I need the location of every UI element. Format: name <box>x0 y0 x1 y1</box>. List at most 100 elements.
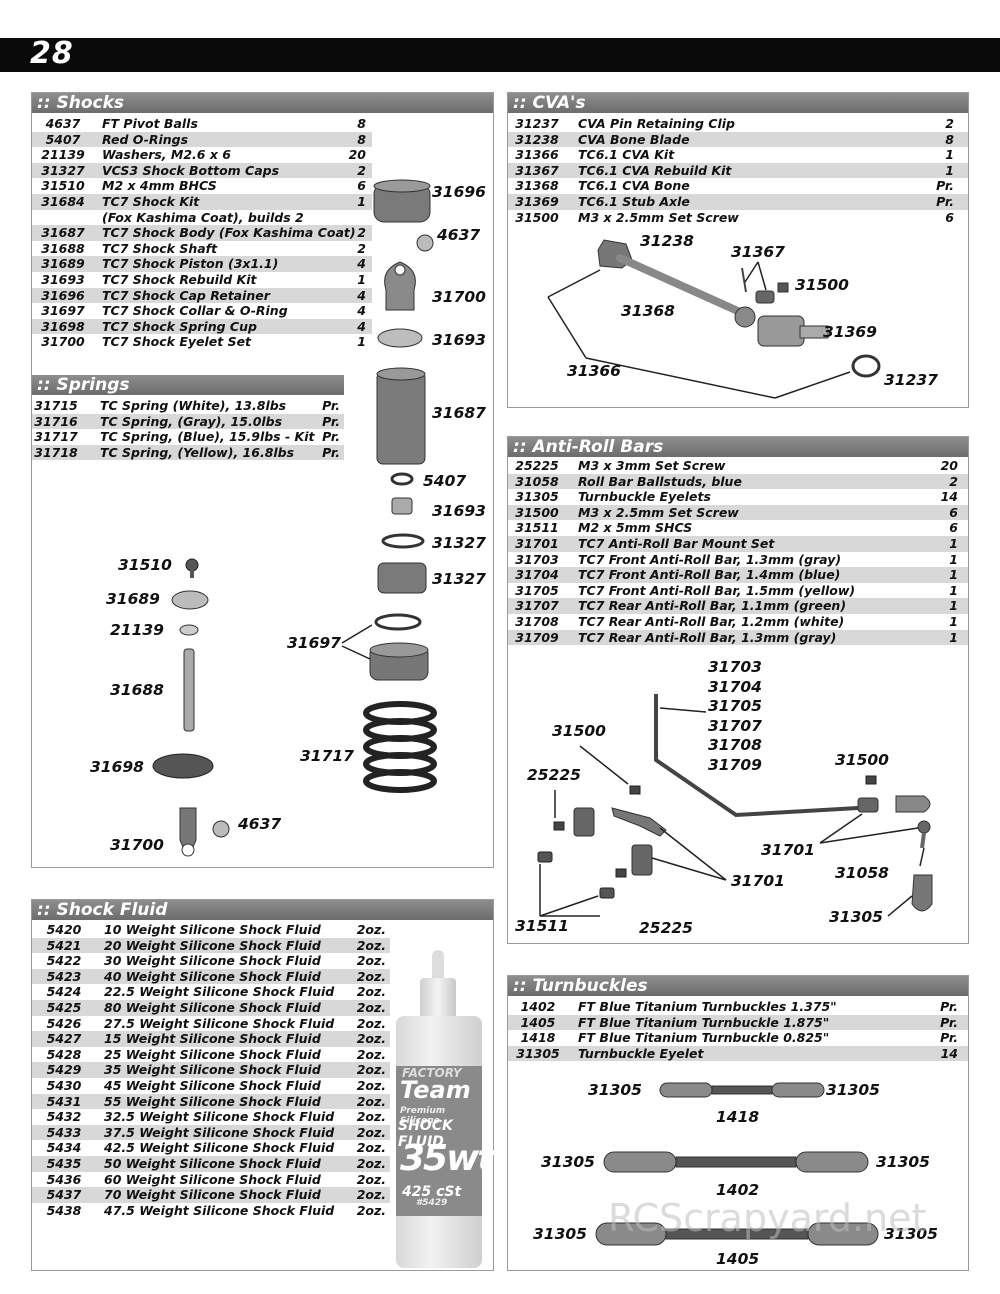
cva-label: 31366 <box>567 362 621 380</box>
part-description: Roll Bar Ballstuds, blue <box>578 473 742 489</box>
part-quantity: 1 <box>949 551 958 567</box>
shocks-label: 31693 <box>432 502 486 520</box>
cvas-title: :: CVA's <box>508 93 968 113</box>
antiroll-label: 31707 <box>708 717 762 735</box>
part-description: TC7 Shock Piston (3x1.1) <box>102 256 279 272</box>
part-quantity: 6 <box>949 520 958 536</box>
part-number: 5432 <box>46 1109 82 1125</box>
antiroll-label: 31500 <box>552 722 606 740</box>
part-description: TC7 Front Anti-Roll Bar, 1.4mm (blue) <box>578 567 841 583</box>
part-quantity: 2 <box>357 240 366 256</box>
part-description: TC7 Rear Anti-Roll Bar, 1.3mm (gray) <box>578 629 837 645</box>
part-number: 5422 <box>46 953 82 969</box>
part-number: 31715 <box>34 398 78 413</box>
part-quantity: 6 <box>949 504 958 520</box>
antiroll-label: 25225 <box>527 766 581 784</box>
part-quantity: 20 <box>940 458 958 473</box>
part-description: Washers, M2.6 x 6 <box>102 147 231 163</box>
part-quantity: 2oz. <box>356 937 386 953</box>
antiroll-label: 31058 <box>835 864 889 882</box>
part-description: TC Spring, (Gray), 15.0lbs <box>100 413 283 429</box>
part-description: Turnbuckle Eyelets <box>578 489 711 505</box>
turnbuckle-label: 31305 <box>541 1153 595 1171</box>
part-quantity: 2oz. <box>356 1031 386 1047</box>
part-quantity: 20 <box>348 147 366 163</box>
part-quantity: Pr. <box>322 429 340 445</box>
part-description: CVA Pin Retaining Clip <box>578 116 735 131</box>
part-number: 31511 <box>515 520 559 536</box>
antiroll-title: :: Anti-Roll Bars <box>508 437 968 457</box>
part-number: 5427 <box>46 1031 82 1047</box>
part-description: 70 Weight Silicone Shock Fluid <box>104 1187 321 1203</box>
part-number: 31500 <box>515 209 559 225</box>
part-quantity: 4 <box>357 303 366 319</box>
part-quantity: 2oz. <box>356 999 386 1015</box>
part-quantity: Pr. <box>322 398 340 413</box>
part-number: 31367 <box>515 162 559 178</box>
part-quantity: 1 <box>357 334 366 350</box>
turnbuckle-label: 31305 <box>588 1081 642 1099</box>
part-description: TC6.1 CVA Rebuild Kit <box>578 162 732 178</box>
part-number: 31305 <box>515 489 559 505</box>
part-number: 5426 <box>46 1015 82 1031</box>
part-description: TC7 Shock Rebuild Kit <box>102 271 257 287</box>
part-quantity: Pr. <box>940 999 958 1014</box>
bottle-neck <box>420 978 456 1020</box>
part-description: TC7 Rear Anti-Roll Bar, 1.2mm (white) <box>578 613 845 629</box>
part-description: 35 Weight Silicone Shock Fluid <box>104 1062 321 1078</box>
shocks-label: 31700 <box>432 288 486 306</box>
shocks-label: 31696 <box>432 183 486 201</box>
part-quantity: 2 <box>945 116 954 131</box>
part-description: 47.5 Weight Silicone Shock Fluid <box>104 1202 335 1218</box>
part-description: TC7 Shock Spring Cup <box>102 318 257 334</box>
part-quantity: 2oz. <box>356 1187 386 1203</box>
antiroll-label: 31705 <box>708 697 762 715</box>
part-quantity: 2 <box>357 225 366 241</box>
part-number: 5438 <box>46 1202 82 1218</box>
part-quantity: Pr. <box>940 1014 958 1030</box>
part-number: 31700 <box>41 334 85 350</box>
part-quantity: 2oz. <box>356 1155 386 1171</box>
part-quantity: 2oz. <box>356 1124 386 1140</box>
part-number: 5436 <box>46 1171 82 1187</box>
antiroll-label: 25225 <box>639 919 693 937</box>
part-quantity: 1 <box>945 162 954 178</box>
antiroll-label: 31701 <box>761 841 815 859</box>
part-description: Turnbuckle Eyelet <box>578 1045 704 1061</box>
part-number: 31718 <box>34 444 78 460</box>
part-number: 31689 <box>41 256 85 272</box>
part-description: FT Blue Titanium Turnbuckle 0.825" <box>578 1030 830 1046</box>
part-number: 31716 <box>34 413 78 429</box>
part-quantity: 2oz. <box>356 1077 386 1093</box>
part-description: TC Spring, (Yellow), 16.8lbs <box>100 444 295 460</box>
table-row: (Fox Kashima Coat), builds 2 <box>32 210 372 226</box>
shocks-label: 31698 <box>90 758 144 776</box>
part-number: 5425 <box>46 999 82 1015</box>
part-quantity: 2oz. <box>356 1093 386 1109</box>
part-number: 31510 <box>41 178 85 194</box>
part-number: 5429 <box>46 1062 82 1078</box>
part-number: 31058 <box>515 473 559 489</box>
part-number: 31369 <box>515 193 559 209</box>
